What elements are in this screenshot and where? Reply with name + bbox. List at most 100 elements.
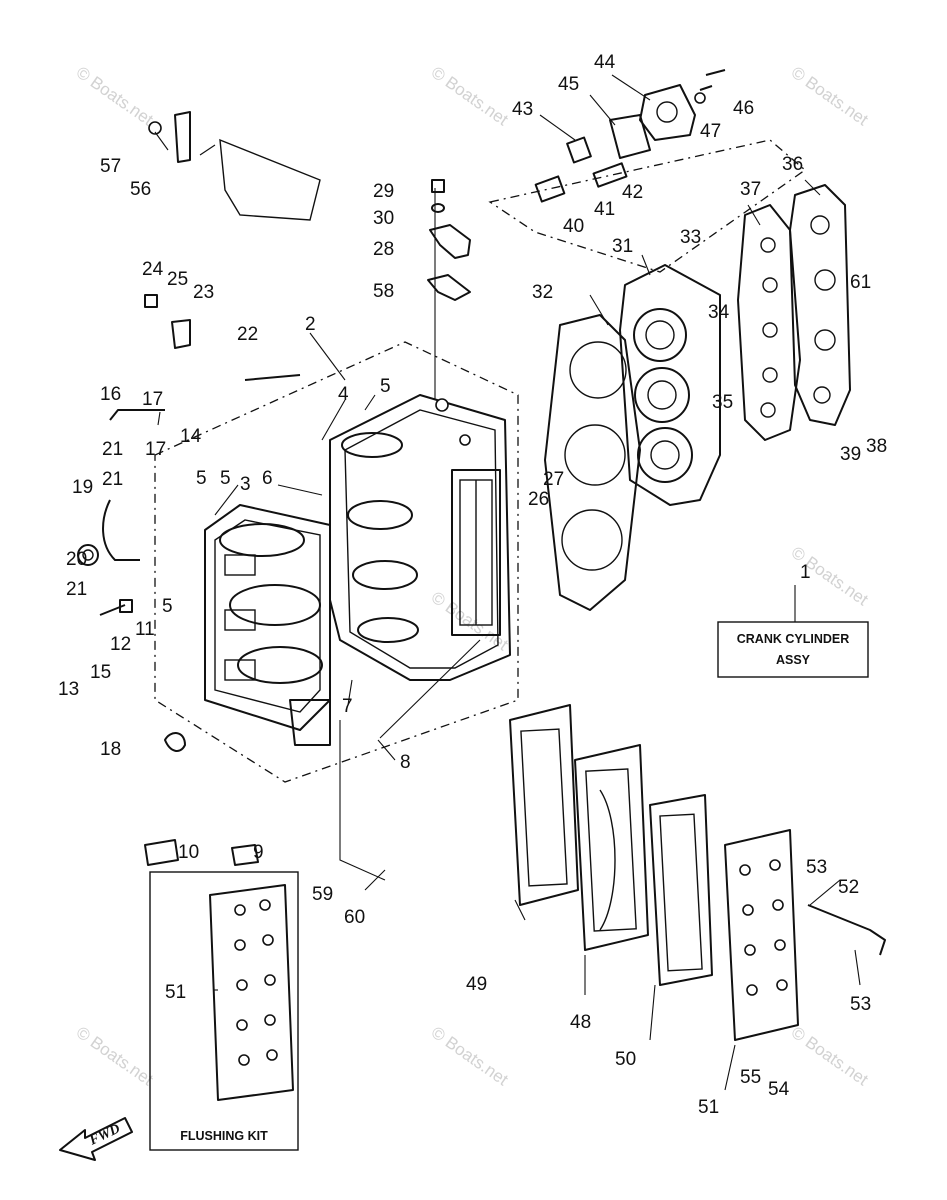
callout-34: 34 xyxy=(708,302,730,323)
callout-12: 12 xyxy=(110,634,131,655)
callout-6: 6 xyxy=(262,468,273,489)
watermark: © Boats.net xyxy=(428,63,512,130)
callout-53b: 53 xyxy=(850,994,871,1015)
callout-51b: 51 xyxy=(698,1097,719,1118)
callout-17b: 17 xyxy=(145,439,166,460)
fwd-arrow: FWD xyxy=(59,1117,133,1161)
callout-32: 32 xyxy=(532,282,553,303)
thermostat-parts xyxy=(534,69,726,203)
callout-22: 22 xyxy=(237,324,258,345)
flushing-kit-label: FLUSHING KIT xyxy=(180,1129,268,1143)
callout-25: 25 xyxy=(167,269,188,290)
callout-15: 15 xyxy=(90,662,111,683)
top-left-bracket xyxy=(148,111,321,221)
callout-55: 55 xyxy=(740,1067,761,1088)
head-cover xyxy=(789,184,851,426)
callout-54: 54 xyxy=(768,1079,790,1100)
callout-11: 11 xyxy=(135,619,155,640)
assembly-label-line2: ASSY xyxy=(776,653,811,667)
callout-59: 59 xyxy=(312,884,333,905)
crankcase xyxy=(204,504,331,746)
watermarks: © Boats.net © Boats.net © Boats.net © Bo… xyxy=(73,63,872,1090)
callout-57: 57 xyxy=(100,156,121,177)
callout-51a: 51 xyxy=(165,982,186,1003)
head-cover-outline xyxy=(488,139,807,273)
callout-4: 4 xyxy=(338,384,349,405)
callout-21c: 21 xyxy=(66,579,87,600)
callout-60: 60 xyxy=(344,907,365,928)
callout-40: 40 xyxy=(563,216,584,237)
callout-52: 52 xyxy=(838,877,859,898)
callout-8: 8 xyxy=(400,752,411,773)
callout-42: 42 xyxy=(622,182,643,203)
callout-53a: 53 xyxy=(806,857,827,878)
callout-5a: 5 xyxy=(380,376,391,397)
callout-28: 28 xyxy=(373,239,394,260)
watermark: © Boats.net xyxy=(788,63,872,130)
callout-24: 24 xyxy=(142,259,164,280)
callout-5b: 5 xyxy=(196,468,207,489)
callout-43: 43 xyxy=(512,99,533,120)
callout-20: 20 xyxy=(66,549,87,570)
callout-36: 36 xyxy=(782,154,803,175)
assembly-label-box: CRANK CYLINDER ASSY xyxy=(717,585,869,678)
callout-27: 27 xyxy=(543,469,564,490)
callout-41: 41 xyxy=(594,199,615,220)
callout-3: 3 xyxy=(240,474,251,495)
callout-26: 26 xyxy=(528,489,549,510)
assembly-outline xyxy=(154,341,519,783)
callout-44: 44 xyxy=(594,52,616,73)
callout-21a: 21 xyxy=(102,439,123,460)
callout-35: 35 xyxy=(712,392,733,413)
watermark: © Boats.net xyxy=(788,1023,872,1090)
cylinder-block xyxy=(329,394,511,681)
callout-39: 39 xyxy=(840,444,861,465)
callout-38: 38 xyxy=(866,436,887,457)
watermark: © Boats.net xyxy=(428,1023,512,1090)
callout-17a: 17 xyxy=(142,389,163,410)
callout-10: 10 xyxy=(178,842,199,863)
callout-48: 48 xyxy=(570,1012,591,1033)
callout-18: 18 xyxy=(100,739,121,760)
callout-5c: 5 xyxy=(220,468,231,489)
callout-50: 50 xyxy=(615,1049,636,1070)
callout-16: 16 xyxy=(100,384,121,405)
hose xyxy=(807,904,886,956)
leader-lines xyxy=(154,74,861,1091)
callout-1: 1 xyxy=(800,562,811,583)
callout-31: 31 xyxy=(612,236,633,257)
watermark: © Boats.net xyxy=(73,63,157,130)
exhaust-cover-holes xyxy=(739,859,788,996)
callout-58: 58 xyxy=(373,281,394,302)
cover-gasket xyxy=(737,204,801,441)
callout-37: 37 xyxy=(740,179,761,200)
head-gasket xyxy=(544,314,641,611)
callout-49: 49 xyxy=(466,974,487,995)
watermark: © Boats.net xyxy=(73,1023,157,1090)
callout-9: 9 xyxy=(253,842,264,863)
exhaust-plates xyxy=(509,704,799,1041)
bracket-parts xyxy=(427,179,471,301)
callout-2: 2 xyxy=(305,314,316,335)
callout-47: 47 xyxy=(700,121,721,142)
callout-14: 14 xyxy=(180,426,202,447)
assembly-label-line1: CRANK CYLINDER xyxy=(737,632,850,646)
callout-7: 7 xyxy=(342,696,353,717)
callout-46: 46 xyxy=(733,98,754,119)
callout-29: 29 xyxy=(373,181,394,202)
callout-33: 33 xyxy=(680,227,701,248)
callout-5d: 5 xyxy=(162,596,173,617)
callout-13: 13 xyxy=(58,679,79,700)
callouts: 1 2 3 4 5 5 5 5 6 7 8 9 10 11 12 13 14 1… xyxy=(58,52,887,1118)
callout-56: 56 xyxy=(130,179,151,200)
callout-19: 19 xyxy=(72,477,93,498)
cylinder-head xyxy=(619,264,721,506)
callout-45: 45 xyxy=(558,74,579,95)
callout-61: 61 xyxy=(850,272,871,293)
flushing-kit-box: FLUSHING KIT xyxy=(149,871,299,1151)
left-small-parts xyxy=(77,294,301,866)
callout-23: 23 xyxy=(193,282,214,303)
callout-30: 30 xyxy=(373,208,394,229)
callout-21b: 21 xyxy=(102,469,123,490)
